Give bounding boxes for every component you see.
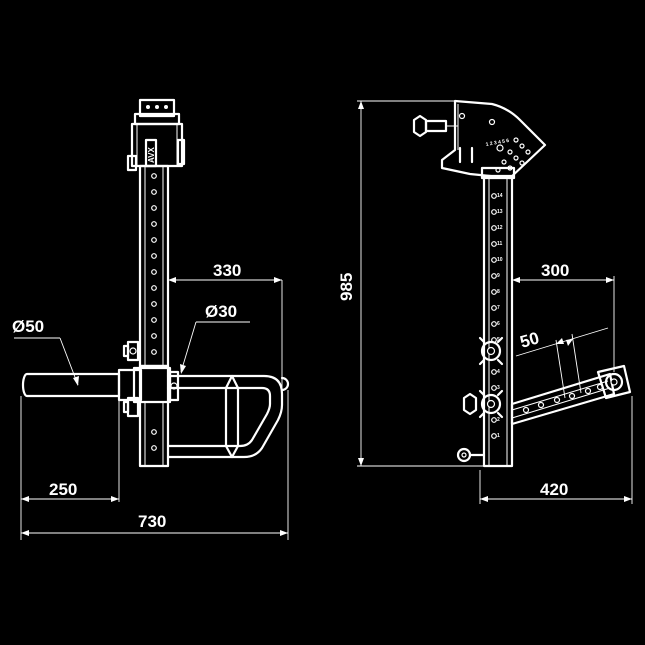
dim-300-label: 300 — [541, 261, 569, 280]
svg-text:7: 7 — [497, 305, 500, 311]
svg-text:10: 10 — [497, 257, 503, 263]
dim-250: 250 — [20, 396, 120, 540]
svg-text:11: 11 — [497, 241, 503, 247]
svg-text:3: 3 — [497, 385, 500, 391]
dim-420: 420 — [479, 396, 633, 504]
dim-dia30-label: Ø30 — [205, 302, 237, 321]
side-mid-knob — [478, 336, 504, 366]
svg-text:8: 8 — [497, 289, 500, 295]
side-foot — [456, 447, 486, 463]
front-column — [138, 164, 170, 368]
dim-dia50-label: Ø50 — [12, 317, 44, 336]
side-arm — [510, 364, 632, 426]
brand-label: AVX — [147, 146, 156, 163]
front-view: AVX — [12, 98, 290, 540]
dim-50-label: 50 — [518, 328, 541, 351]
svg-text:6: 6 — [497, 321, 500, 327]
front-knob — [122, 340, 140, 362]
side-column: 14 13 12 11 10 9 8 7 6 5 4 3 2 1 — [480, 166, 516, 468]
side-top-knob — [412, 114, 458, 138]
front-lower-column — [122, 364, 180, 468]
dim-730-label: 730 — [138, 512, 166, 531]
dim-330: 330 — [168, 261, 283, 388]
dim-985: 985 — [337, 100, 484, 467]
side-head: 1 2 3 4 5 6 — [440, 99, 547, 180]
dim-50: 50 — [515, 327, 609, 399]
svg-text:2: 2 — [497, 417, 500, 423]
brand-logo: AVX — [144, 138, 158, 168]
svg-text:4: 4 — [497, 369, 500, 375]
svg-text:1: 1 — [497, 433, 500, 439]
dim-730: 730 — [21, 390, 289, 540]
svg-text:14: 14 — [497, 193, 503, 199]
svg-text:1 2 3 4 5 6: 1 2 3 4 5 6 — [485, 138, 510, 148]
dim-dia30: Ø30 — [180, 302, 250, 374]
svg-text:9: 9 — [497, 273, 500, 279]
scale-marks: 14 13 12 11 10 9 8 7 6 5 4 3 2 1 — [497, 193, 503, 439]
column-holes — [151, 173, 157, 355]
dim-985-label: 985 — [337, 273, 356, 301]
front-handle — [166, 374, 290, 459]
front-bar — [21, 368, 143, 402]
side-low-knob — [462, 389, 504, 419]
dim-300: 300 — [512, 261, 615, 372]
dim-330-label: 330 — [213, 261, 241, 280]
dim-420-label: 420 — [540, 480, 568, 499]
svg-text:13: 13 — [497, 209, 503, 215]
dim-250-label: 250 — [49, 480, 77, 499]
side-view: 1 2 3 4 5 6 — [337, 99, 633, 504]
svg-text:12: 12 — [497, 225, 503, 231]
dim-dia50: Ø50 — [12, 317, 79, 386]
